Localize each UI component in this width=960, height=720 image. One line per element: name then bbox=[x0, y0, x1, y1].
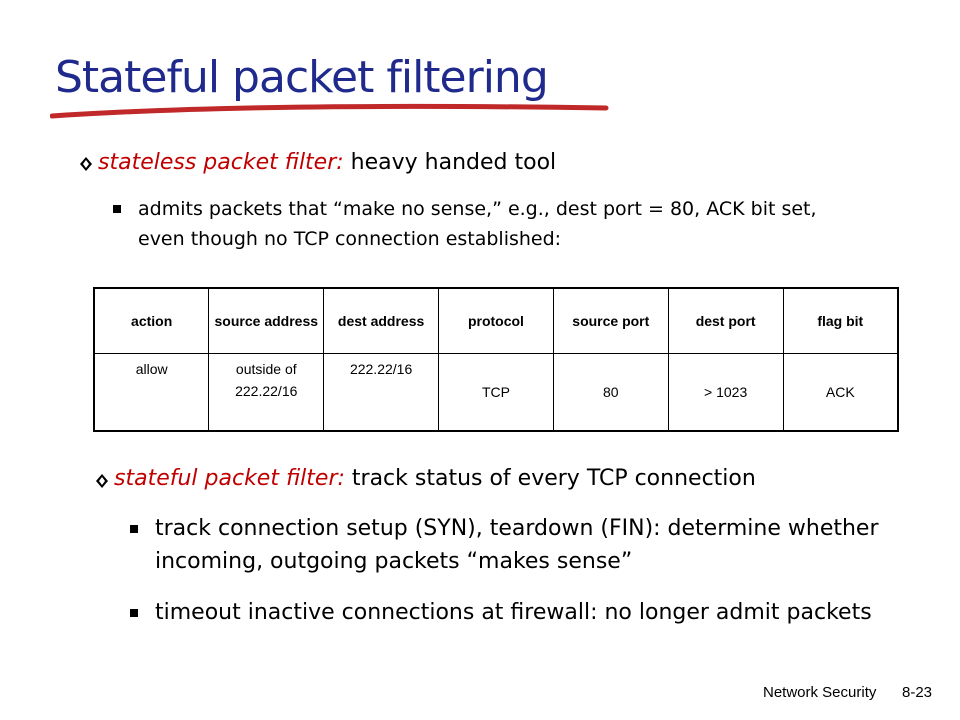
diamond-bullet-icon bbox=[96, 474, 108, 488]
header-cell: protocol bbox=[438, 287, 554, 354]
header-cell: flag bit bbox=[782, 287, 899, 354]
bullet-text: heavy handed tool bbox=[343, 150, 557, 175]
title-underline bbox=[50, 103, 609, 119]
header-cell: dest address bbox=[323, 287, 440, 354]
table-cell: TCP bbox=[438, 353, 554, 432]
header-cell: action bbox=[93, 287, 210, 354]
bullet-lead: stateful packet filter: bbox=[114, 466, 345, 491]
bullet-lead: stateless packet filter: bbox=[98, 150, 344, 175]
footer-section: Network Security bbox=[763, 684, 877, 701]
square-bullet-icon bbox=[130, 525, 138, 533]
table-cell: 80 bbox=[552, 353, 669, 432]
bullet-stateless: stateless packet filter: heavy handed to… bbox=[98, 150, 556, 175]
table-cell: ACK bbox=[782, 353, 899, 432]
slide-title: Stateful packet filtering bbox=[55, 52, 549, 103]
table-cell: > 1023 bbox=[667, 353, 784, 432]
table-cell: allow bbox=[93, 353, 210, 432]
header-cell: source port bbox=[552, 287, 669, 354]
square-bullet-icon bbox=[113, 205, 121, 213]
sub-bullet-admits: admits packets that “make no sense,” e.g… bbox=[138, 198, 817, 250]
footer-page-number: 8-23 bbox=[902, 684, 933, 701]
diamond-bullet-icon bbox=[80, 157, 92, 171]
table-header-row: action source address dest address proto… bbox=[93, 287, 899, 354]
table-row: allow outside of 222.22/16 222.22/16 TCP… bbox=[93, 353, 899, 432]
filter-rule-table: action source address dest address proto… bbox=[93, 287, 899, 432]
sub-bullet-timeout: timeout inactive connections at firewall… bbox=[155, 600, 872, 625]
header-cell: source address bbox=[208, 287, 325, 354]
table-cell: 222.22/16 bbox=[323, 353, 440, 432]
header-cell: dest port bbox=[667, 287, 784, 354]
bullet-stateful: stateful packet filter: track status of … bbox=[114, 466, 756, 491]
table-cell: outside of 222.22/16 bbox=[208, 353, 325, 432]
square-bullet-icon bbox=[130, 609, 138, 617]
sub-bullet-track-setup: track connection setup (SYN), teardown (… bbox=[155, 516, 879, 574]
bullet-text: track status of every TCP connection bbox=[344, 466, 756, 491]
